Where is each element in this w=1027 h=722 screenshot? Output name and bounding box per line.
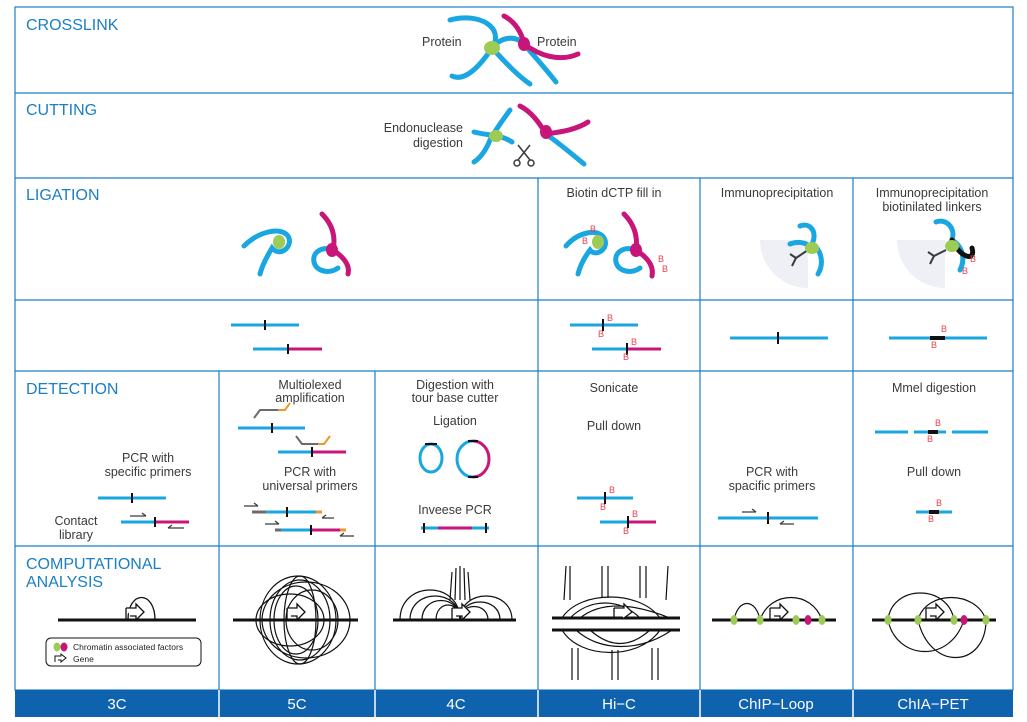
factor-magenta-icon (60, 642, 68, 652)
ligation-chia-label-2: biotinilated linkers (882, 200, 981, 214)
det-4c-ligation: Ligation (433, 414, 477, 428)
det-5c-illustration (238, 402, 346, 457)
ligation-3c-illustration (241, 211, 351, 277)
protein-right-label: Protein (537, 35, 577, 49)
det-3c-illustration (98, 493, 189, 529)
biotin-mark: B (970, 254, 976, 264)
section-crosslink-title: CROSSLINK (26, 17, 119, 34)
gene-icon (54, 652, 67, 664)
ligation-products (231, 319, 987, 355)
biotin-mark: B (623, 526, 629, 536)
biotin-mark: B (598, 329, 604, 339)
biotin-mark: B (607, 313, 613, 323)
legend: Chromatin associated factors Gene (45, 637, 202, 667)
det-chia-illustration (875, 430, 988, 514)
det-4c-pcr: Inveese PCR (418, 503, 492, 517)
biotin-mark: B (623, 352, 629, 362)
det-4c-product (421, 523, 489, 533)
det-chip-illustration (718, 508, 818, 525)
comp-hic-illustration (552, 565, 680, 680)
biotin-mark: B (600, 502, 606, 512)
legend-gene-label: Gene (73, 654, 94, 664)
ligation-chia-illustration (897, 218, 976, 288)
det-3c-contact-2: library (59, 528, 94, 542)
factor-green-icon (53, 642, 61, 652)
det-5c-amp-1: Multiolexed (278, 378, 341, 392)
comp-chia-illustration (872, 592, 996, 658)
biotin-mark: B (936, 498, 942, 508)
method-chip-loop-label: ChIP−Loop (738, 696, 813, 713)
det-4c-illustration (418, 439, 491, 479)
cutting-label-1: Endonuclease (384, 121, 463, 135)
comp-4c-illustration (393, 566, 516, 622)
det-chip-pcr-1: PCR with (746, 465, 798, 479)
biotin-mark: B (931, 340, 937, 350)
biotin-mark: B (941, 324, 947, 334)
grid-frame (14, 6, 1014, 691)
method-footer: 3C 5C 4C Hi−C ChIP−Loop ChIA−PET (15, 690, 1013, 717)
det-hic-pulldown: Pull down (587, 419, 641, 433)
cutting-label-2: digestion (413, 136, 463, 150)
section-detection-title: DETECTION (26, 381, 118, 398)
det-5c-pcr-2: universal primers (262, 479, 357, 493)
method-5c-label: 5C (287, 696, 306, 713)
det-3c-pcr-1: PCR with (122, 451, 174, 465)
biotin-mark: B (935, 418, 941, 428)
biotin-mark: B (582, 236, 588, 246)
method-4c-label: 4C (446, 696, 465, 713)
ligation-chip-illustration (760, 222, 824, 288)
biotin-mark: B (927, 434, 933, 444)
method-3c-label: 3C (107, 696, 126, 713)
det-4c-dig-1: Digestion with (416, 378, 494, 392)
legend-factors-label: Chromatin associated factors (73, 642, 183, 652)
det-chia-pulldown: Pull down (907, 465, 961, 479)
protein-magenta-shape (518, 37, 530, 51)
scissors-icon (513, 144, 535, 167)
biotin-mark: B (662, 264, 668, 274)
det-3c-contact-1: Contact (54, 514, 98, 528)
section-cutting-title: CUTTING (26, 102, 97, 119)
section-ligation-title: LIGATION (26, 187, 100, 204)
biotin-mark: B (609, 485, 615, 495)
det-3c-pcr-2: specific primers (105, 465, 192, 479)
det-hic-sonicate: Sonicate (590, 381, 639, 395)
biotin-mark: B (962, 266, 968, 276)
det-5c-amp-2: amplification (275, 391, 345, 405)
cutting-illustration (471, 103, 591, 167)
section-computational-title-2: ANALYSIS (26, 574, 103, 591)
det-4c-dig-2: tour base cutter (412, 391, 499, 405)
section-computational-title-1: COMPUTATIONAL (26, 556, 162, 573)
det-chia-dig: Mmel digestion (892, 381, 976, 395)
biotin-mark: B (632, 509, 638, 519)
det-5c-pcr-1: PCR with (284, 465, 336, 479)
ligation-chip-label: Immunoprecipitation (721, 186, 834, 200)
crosslink-illustration (447, 13, 581, 87)
det-hic-illustration (577, 492, 656, 528)
gene-arrow-icon (125, 602, 145, 622)
ligation-hic-label: Biotin dCTP fill in (567, 186, 662, 200)
comp-5c-illustration (233, 575, 358, 665)
det-5c-products (244, 502, 354, 537)
biotin-mark: B (658, 254, 664, 264)
protein-green-shape (484, 41, 500, 55)
biotin-mark: B (928, 514, 934, 524)
ligation-hic-illustration (563, 211, 655, 279)
biotin-mark: B (631, 337, 637, 347)
comp-chip-illustration (712, 597, 836, 625)
ligation-chia-label-1: Immunoprecipitation (876, 186, 989, 200)
biotin-mark: B (590, 224, 596, 234)
method-hic-label: Hi−C (602, 696, 636, 713)
det-chip-pcr-2: spacific primers (729, 479, 816, 493)
method-chia-pet-label: ChIA−PET (897, 696, 968, 713)
protein-left-label: Protein (422, 35, 462, 49)
